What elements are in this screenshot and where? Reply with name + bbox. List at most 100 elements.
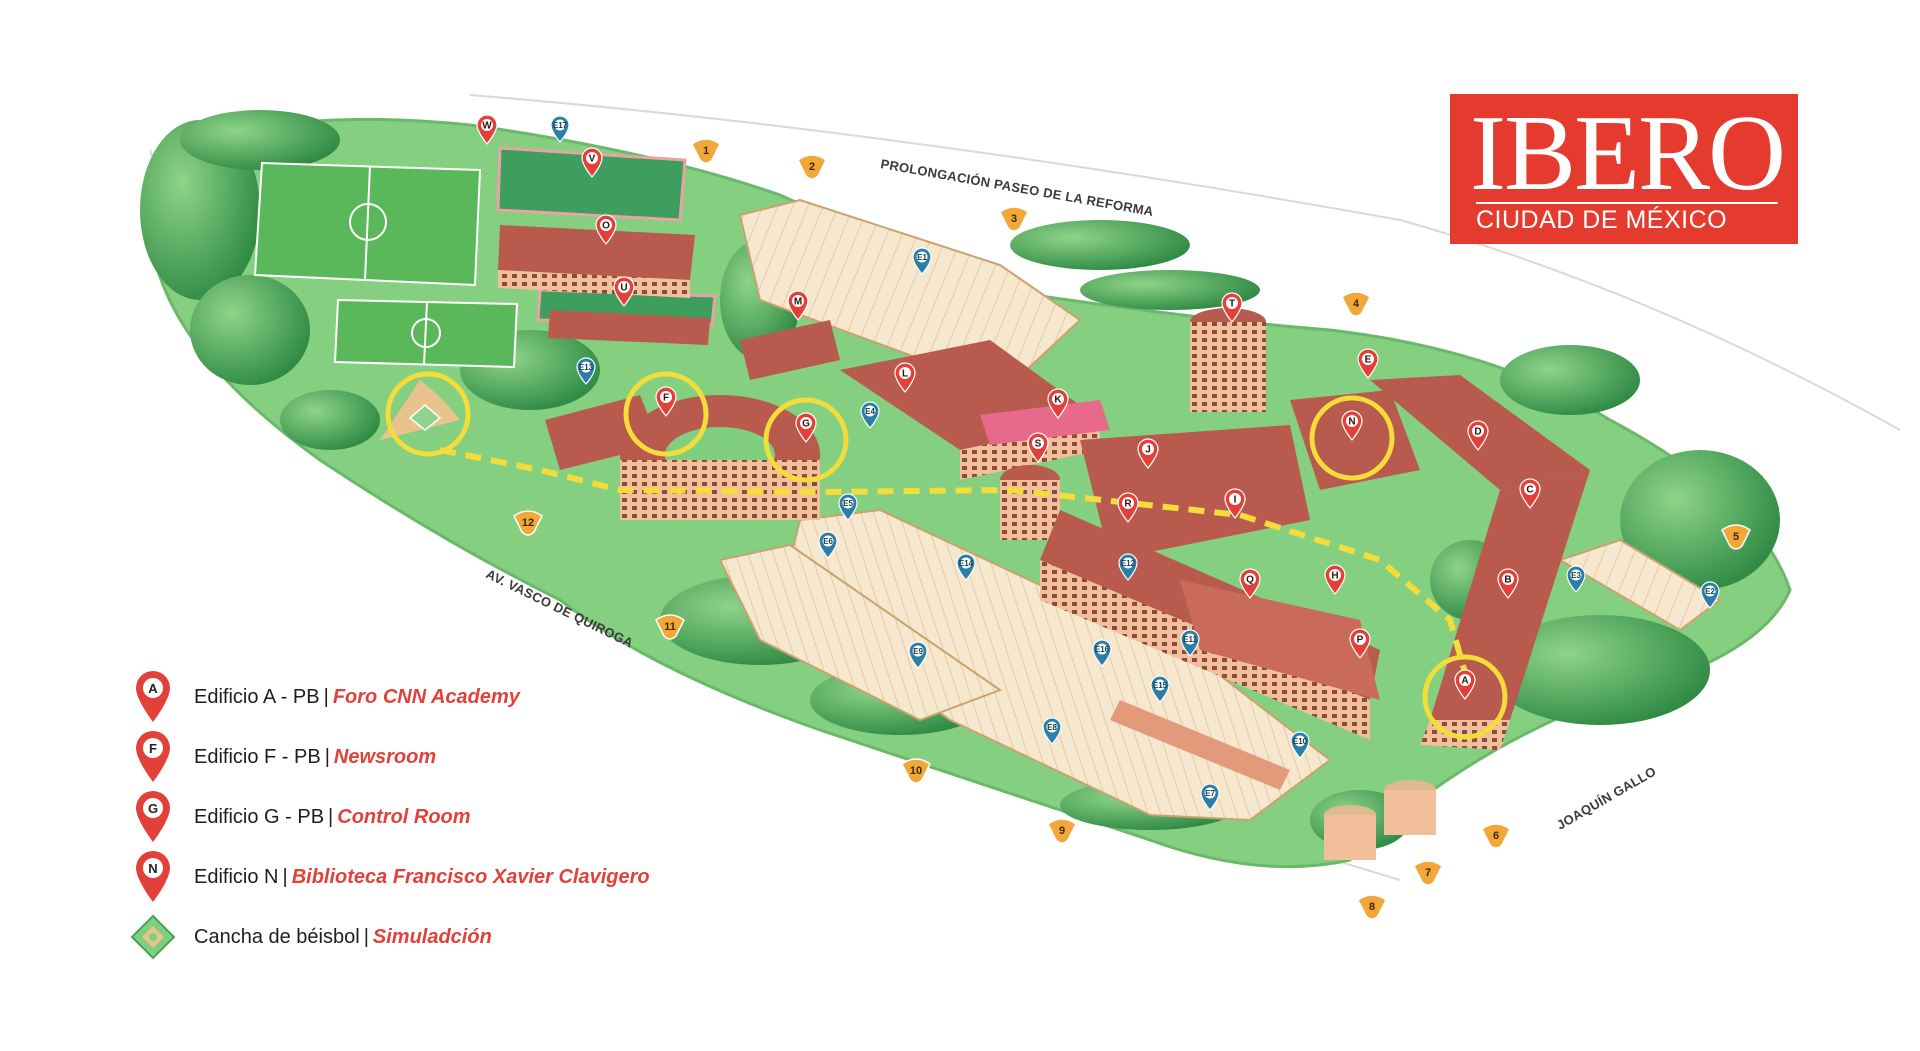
parking-pin-e3[interactable]: E3 bbox=[1566, 565, 1586, 593]
building-pin-c[interactable]: C bbox=[1519, 478, 1541, 509]
building-pin-k[interactable]: K bbox=[1047, 388, 1069, 419]
building-pin-w[interactable]: W bbox=[476, 114, 498, 145]
gate-number: 11 bbox=[664, 621, 676, 633]
parking-pin-e16[interactable]: E16 bbox=[1092, 639, 1112, 667]
legend-separator: | bbox=[282, 866, 288, 888]
gate-marker-6: 6 bbox=[1481, 823, 1511, 849]
gate-marker-10: 10 bbox=[901, 758, 931, 784]
legend-highlight: Biblioteca Francisco Xavier Clavigero bbox=[291, 866, 650, 888]
parking-code: E16 bbox=[1095, 645, 1110, 654]
building-letter: A bbox=[1461, 676, 1468, 687]
building-letter: T bbox=[1229, 299, 1235, 310]
gate-number: 2 bbox=[809, 161, 815, 173]
legend-highlight: Simuladción bbox=[372, 926, 492, 948]
logo-divider bbox=[1476, 202, 1778, 204]
parking-pin-e10[interactable]: E10 bbox=[1290, 731, 1310, 759]
building-letter: S bbox=[1035, 439, 1042, 450]
legend-pin-letter: A bbox=[148, 681, 158, 696]
building-pin-h[interactable]: H bbox=[1324, 564, 1346, 595]
building-letter: H bbox=[1331, 571, 1338, 582]
building-pin-b[interactable]: B bbox=[1497, 568, 1519, 599]
logo-wordmark: IBERO bbox=[1470, 94, 1786, 213]
building-pin-m[interactable]: M bbox=[787, 290, 809, 321]
parking-code: E7 bbox=[1205, 789, 1215, 798]
parking-pin-e11[interactable]: E11 bbox=[1180, 629, 1200, 657]
gate-number: 3 bbox=[1011, 213, 1017, 225]
parking-north bbox=[738, 198, 1082, 392]
building-letter: G bbox=[802, 419, 810, 430]
parking-code: E13 bbox=[579, 363, 594, 372]
parking-code: E4 bbox=[865, 407, 875, 416]
map-pin-icon: N bbox=[136, 851, 170, 902]
parking-pin-e4[interactable]: E4 bbox=[860, 401, 880, 429]
route-path bbox=[439, 447, 1473, 691]
parking-code: E8 bbox=[1047, 723, 1057, 732]
parking-pin-e13[interactable]: E13 bbox=[576, 357, 596, 385]
gate-number: 8 bbox=[1369, 901, 1375, 913]
building-pin-d[interactable]: D bbox=[1467, 420, 1489, 451]
building-pin-f[interactable]: F bbox=[655, 386, 677, 417]
legend-label: Edificio A - PB bbox=[194, 686, 320, 708]
parking-pin-e7[interactable]: E7 bbox=[1200, 783, 1220, 811]
building-pin-e[interactable]: E bbox=[1357, 348, 1379, 379]
building-letter: I bbox=[1234, 495, 1237, 506]
gate-number: 6 bbox=[1493, 830, 1499, 842]
building-pin-o[interactable]: O bbox=[595, 214, 617, 245]
map-pin-icon: A bbox=[136, 671, 170, 722]
parking-pin-e2[interactable]: E2 bbox=[1700, 581, 1720, 609]
parking-pin-e9[interactable]: E9 bbox=[908, 641, 928, 669]
building-letter: W bbox=[482, 121, 492, 132]
building-pin-p[interactable]: P bbox=[1349, 628, 1371, 659]
parking-east bbox=[1557, 538, 1722, 632]
gate-number: 10 bbox=[910, 765, 922, 777]
parking-pin-e6[interactable]: E6 bbox=[818, 531, 838, 559]
building-pin-t[interactable]: T bbox=[1221, 292, 1243, 323]
building-markers: A B C D E F G H I J K L M N O P Q R S T U V W bbox=[476, 114, 1541, 700]
parking-southwest bbox=[718, 543, 1003, 722]
legend-label: Edificio F - PB bbox=[194, 746, 321, 768]
building-letter: D bbox=[1474, 427, 1481, 438]
parking-pin-e15[interactable]: E15 bbox=[1150, 675, 1170, 703]
parking-code: E17 bbox=[553, 121, 568, 130]
ring-building-f bbox=[623, 371, 709, 457]
parking-pin-e14[interactable]: E14 bbox=[956, 553, 976, 581]
parking-pin-e5[interactable]: E5 bbox=[838, 493, 858, 521]
building-pin-n[interactable]: N bbox=[1341, 410, 1363, 441]
building-pin-v[interactable]: V bbox=[581, 147, 603, 178]
building-pin-a[interactable]: A bbox=[1454, 669, 1476, 700]
building-letter: B bbox=[1504, 575, 1511, 586]
legend-item-f: F Edificio F - PB|Newsroom bbox=[130, 728, 850, 788]
building-pin-l[interactable]: L bbox=[894, 362, 916, 393]
building-letter: R bbox=[1124, 499, 1132, 510]
soccer-field-upper bbox=[253, 161, 482, 287]
ring-building-a bbox=[1422, 654, 1508, 740]
parking-pin-e1[interactable]: E1 bbox=[912, 247, 932, 275]
gate-marker-3: 3 bbox=[999, 206, 1029, 232]
ring-building-g bbox=[763, 397, 849, 483]
parking-code: E3 bbox=[1571, 571, 1581, 580]
building-pin-g[interactable]: G bbox=[795, 412, 817, 443]
parking-pin-e8[interactable]: E8 bbox=[1042, 717, 1062, 745]
gate-marker-8: 8 bbox=[1357, 894, 1387, 920]
ring-baseball bbox=[385, 371, 471, 457]
building-letter: L bbox=[902, 369, 908, 380]
sports-courts bbox=[496, 146, 717, 327]
gate-marker-1: 1 bbox=[691, 138, 721, 164]
gate-marker-12: 12 bbox=[513, 510, 543, 536]
building-pin-u[interactable]: U bbox=[613, 276, 635, 307]
gate-number: 12 bbox=[522, 517, 534, 529]
parking-pin-e17[interactable]: E17 bbox=[550, 115, 570, 143]
gate-number: 9 bbox=[1059, 825, 1065, 837]
building-pin-j[interactable]: J bbox=[1137, 438, 1159, 469]
legend-separator: | bbox=[328, 806, 334, 828]
parking-code: E2 bbox=[1705, 587, 1715, 596]
building-pin-s[interactable]: S bbox=[1027, 432, 1049, 463]
parking-pin-e12[interactable]: E12 bbox=[1118, 553, 1138, 581]
building-pin-q[interactable]: Q bbox=[1239, 568, 1261, 599]
building-pin-i[interactable]: I bbox=[1224, 488, 1246, 519]
legend-item-g: G Edificio G - PB|Control Room bbox=[130, 788, 850, 848]
legend-highlight: Newsroom bbox=[333, 746, 437, 768]
parking-code: E10 bbox=[1293, 737, 1308, 746]
building-pin-r[interactable]: R bbox=[1117, 492, 1139, 523]
